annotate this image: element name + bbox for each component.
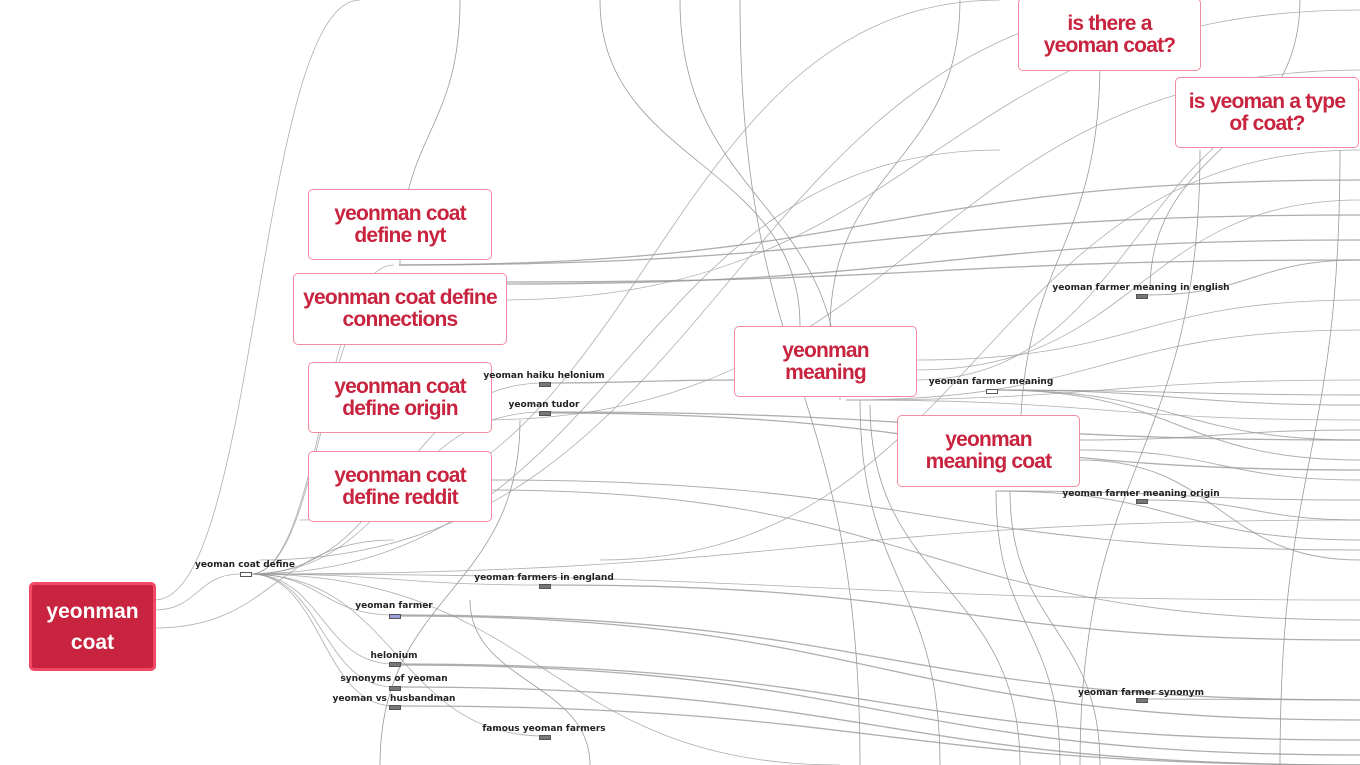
edge	[1145, 698, 1360, 701]
node-label-tudor[interactable]: yeoman tudor	[508, 400, 580, 410]
card-meaning[interactable]: yeonman meaning	[734, 326, 917, 397]
edge	[249, 573, 545, 586]
node-marker[interactable]	[539, 584, 551, 589]
edge	[995, 389, 1360, 461]
edge	[154, 539, 395, 629]
edge	[506, 259, 1360, 283]
card-label: is yeoman a type of coat?	[1188, 89, 1346, 135]
edge	[845, 399, 1360, 421]
edge	[249, 573, 395, 707]
edge	[859, 399, 941, 765]
node-label-farmer[interactable]: yeoman farmer	[355, 601, 433, 611]
edge	[249, 573, 1360, 601]
node-marker[interactable]	[240, 572, 252, 577]
edge	[398, 615, 1360, 721]
edge	[398, 614, 1360, 701]
edge	[506, 239, 1360, 285]
card-is-type[interactable]: is yeoman a type of coat?	[1175, 77, 1359, 148]
edge	[249, 573, 841, 765]
node-marker[interactable]	[1136, 499, 1148, 504]
card-label: is there a yeoman coat?	[1043, 11, 1176, 57]
card-meaning-coat[interactable]: yeonman meaning coat	[897, 415, 1080, 487]
card-label: yeonman meaning	[782, 338, 869, 384]
edge	[154, 0, 361, 601]
node-marker[interactable]	[539, 382, 551, 387]
node-marker[interactable]	[539, 735, 551, 740]
node-label-f-synonym[interactable]: yeoman farmer synonym	[1077, 688, 1205, 698]
node-label-fm[interactable]: yeoman farmer meaning	[928, 377, 1054, 387]
edge	[869, 404, 1021, 765]
edge	[398, 663, 1360, 741]
edge	[1009, 490, 1101, 765]
edge	[845, 379, 1360, 401]
edge	[469, 599, 591, 765]
edge	[1279, 149, 1341, 765]
edge	[829, 0, 961, 331]
edge	[1079, 449, 1360, 481]
card-label: yeonman coat define reddit	[334, 463, 466, 509]
edge	[995, 389, 1360, 406]
card-label: yeonman meaning coat	[925, 428, 1053, 473]
node-label-helonium[interactable]: helonium	[370, 651, 418, 661]
edge	[599, 149, 1360, 561]
edge	[1079, 149, 1201, 765]
edge	[154, 573, 241, 611]
edge	[398, 705, 1360, 765]
edge	[379, 419, 521, 765]
card-label: yeonman coat define connections	[303, 286, 497, 331]
edge	[398, 179, 1360, 266]
edge	[599, 0, 801, 327]
edge	[1079, 429, 1360, 441]
node-marker[interactable]	[1136, 698, 1148, 703]
edge	[995, 490, 1061, 765]
edge	[1145, 259, 1360, 296]
node-marker[interactable]	[1136, 294, 1148, 299]
edge	[995, 389, 1360, 441]
node-label-farmers-england[interactable]: yeoman farmers in england	[474, 573, 614, 583]
node-label-haiku[interactable]: yeoman haiku helonium	[483, 371, 605, 381]
node-label-fm-english[interactable]: yeoman farmer meaning in english	[1052, 283, 1230, 293]
root-node-yeonman-coat[interactable]: yeonman coat	[29, 582, 156, 671]
edge	[489, 489, 1360, 621]
edge	[249, 573, 545, 737]
card-define-nyt[interactable]: yeonman coat define nyt	[308, 189, 492, 260]
edge	[398, 686, 1360, 765]
card-is-there[interactable]: is there a yeoman coat?	[1018, 0, 1201, 71]
node-marker[interactable]	[389, 662, 401, 667]
node-label-husbandman[interactable]: yeoman vs husbandman	[332, 694, 456, 704]
edge	[1079, 459, 1360, 561]
card-define-reddit[interactable]: yeonman coat define reddit	[308, 451, 492, 522]
edge	[1145, 499, 1360, 521]
card-define-origin[interactable]: yeonman coat define origin	[308, 362, 492, 433]
node-marker[interactable]	[986, 389, 998, 394]
node-label-fm-origin[interactable]: yeoman farmer meaning origin	[1062, 489, 1220, 499]
node-label-synonyms[interactable]: synonyms of yeoman	[340, 674, 448, 684]
node-label-famous[interactable]: famous yeoman farmers	[482, 724, 606, 734]
edge	[916, 299, 1360, 361]
edge	[398, 664, 1360, 756]
edge	[1019, 59, 1101, 451]
edge	[489, 479, 1360, 551]
edge	[845, 329, 1360, 401]
edge	[249, 519, 1360, 575]
card-label: yeonman coat define origin	[334, 374, 466, 420]
card-define-connections[interactable]: yeonman coat define connections	[293, 273, 507, 345]
root-label: yeonman coat	[46, 599, 139, 654]
edge	[398, 214, 1360, 266]
card-label: yeonman coat define nyt	[334, 201, 466, 247]
edge	[249, 573, 395, 665]
edge	[995, 490, 1360, 501]
node-label-coat-define[interactable]: yeoman coat define	[195, 560, 295, 570]
node-marker[interactable]	[389, 705, 401, 710]
edge	[249, 149, 1001, 575]
edge	[548, 584, 1360, 641]
node-marker[interactable]	[389, 686, 401, 691]
edge	[249, 573, 395, 688]
node-marker[interactable]	[389, 614, 401, 619]
edge	[916, 199, 1360, 371]
edge	[259, 0, 1201, 561]
node-marker[interactable]	[539, 411, 551, 416]
